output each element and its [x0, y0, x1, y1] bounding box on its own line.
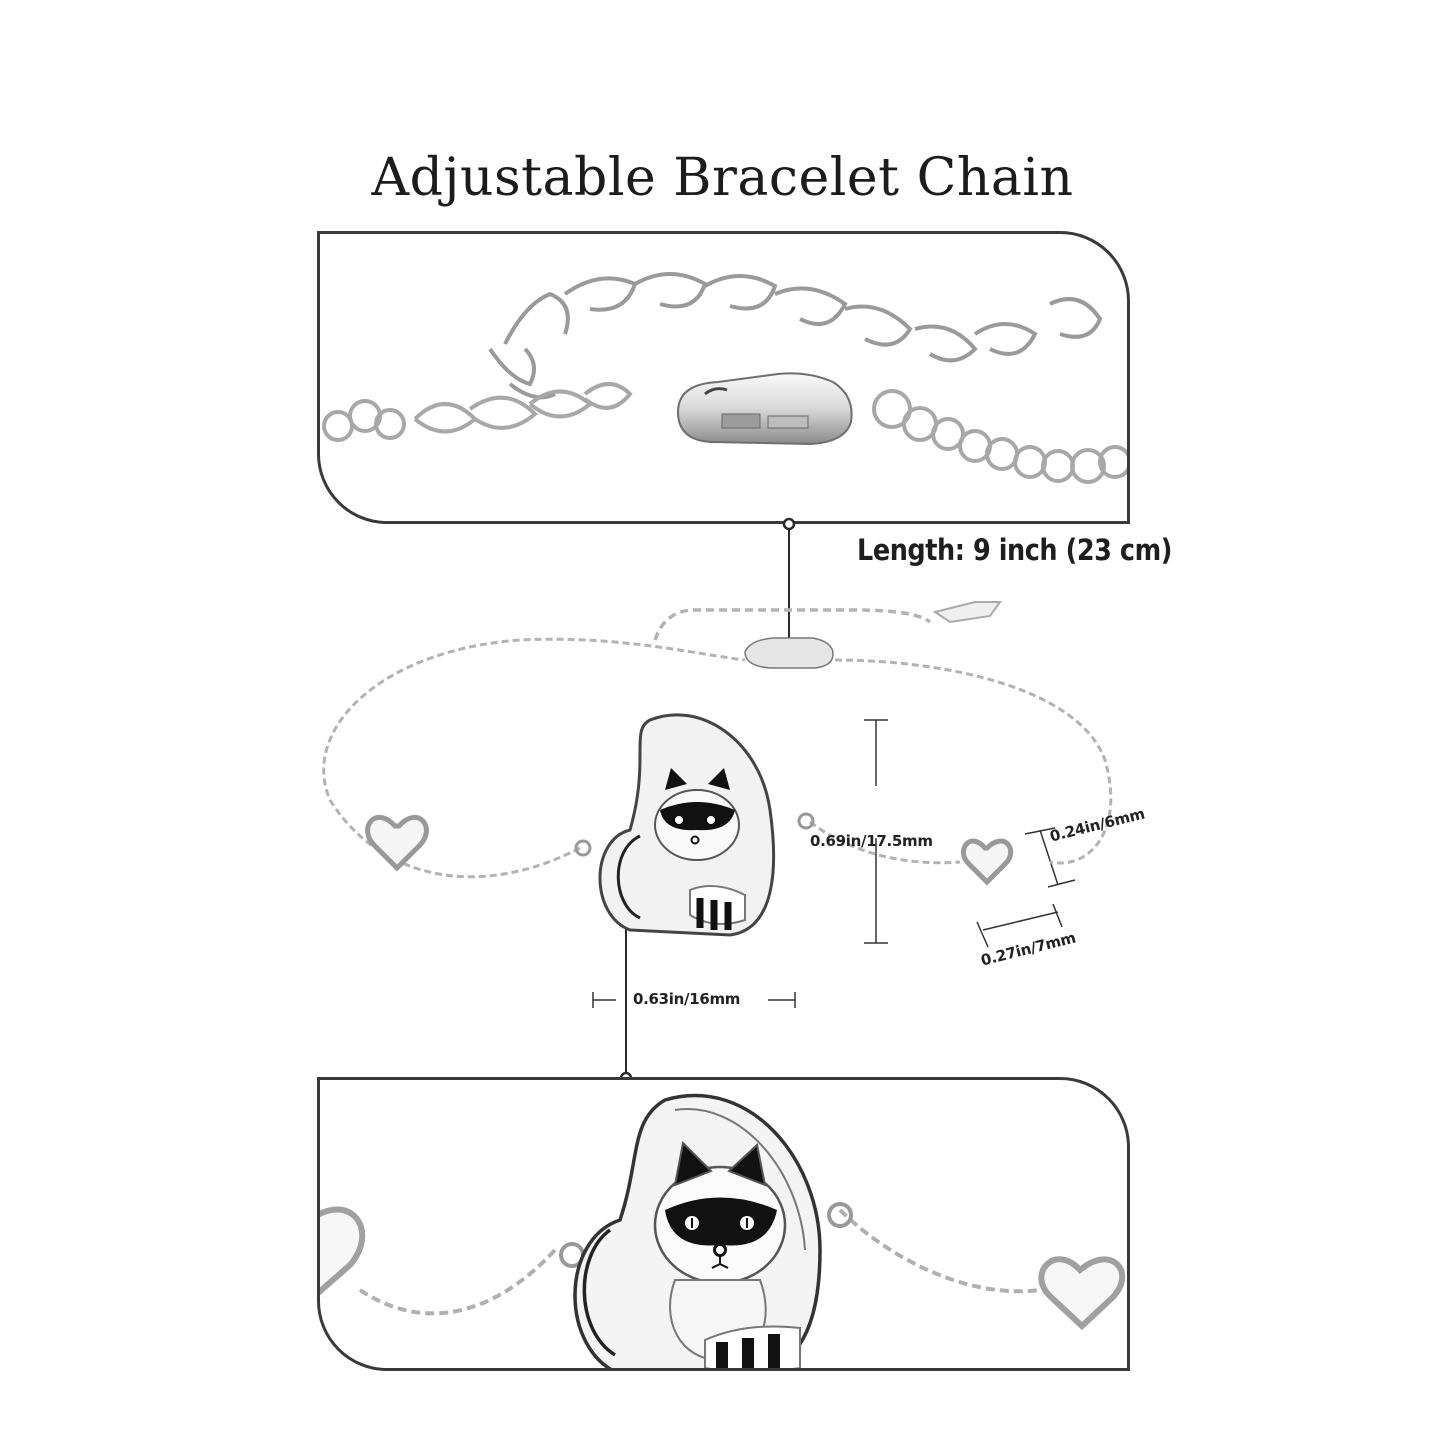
pendant-closeup-illustration [320, 1093, 1126, 1368]
heart-charm-right [961, 838, 1014, 886]
pendant-width-callout: 0.63in/16mm [633, 990, 741, 1008]
page-title: Adjustable Bracelet Chain [371, 148, 1074, 208]
clasp-closeup-panel [317, 231, 1130, 524]
lobster-clasp [676, 372, 853, 446]
raccoon-pendant [598, 713, 776, 937]
heart-charm-left [365, 814, 429, 872]
clasp-icon [744, 637, 834, 669]
length-callout: Length: 9 inch (23 cm) [857, 533, 1172, 567]
pendant-height-callout: 0.69in/17.5mm [810, 832, 933, 850]
pendant-closeup-panel [317, 1077, 1130, 1371]
clasp-closeup-illustration [322, 272, 1127, 484]
